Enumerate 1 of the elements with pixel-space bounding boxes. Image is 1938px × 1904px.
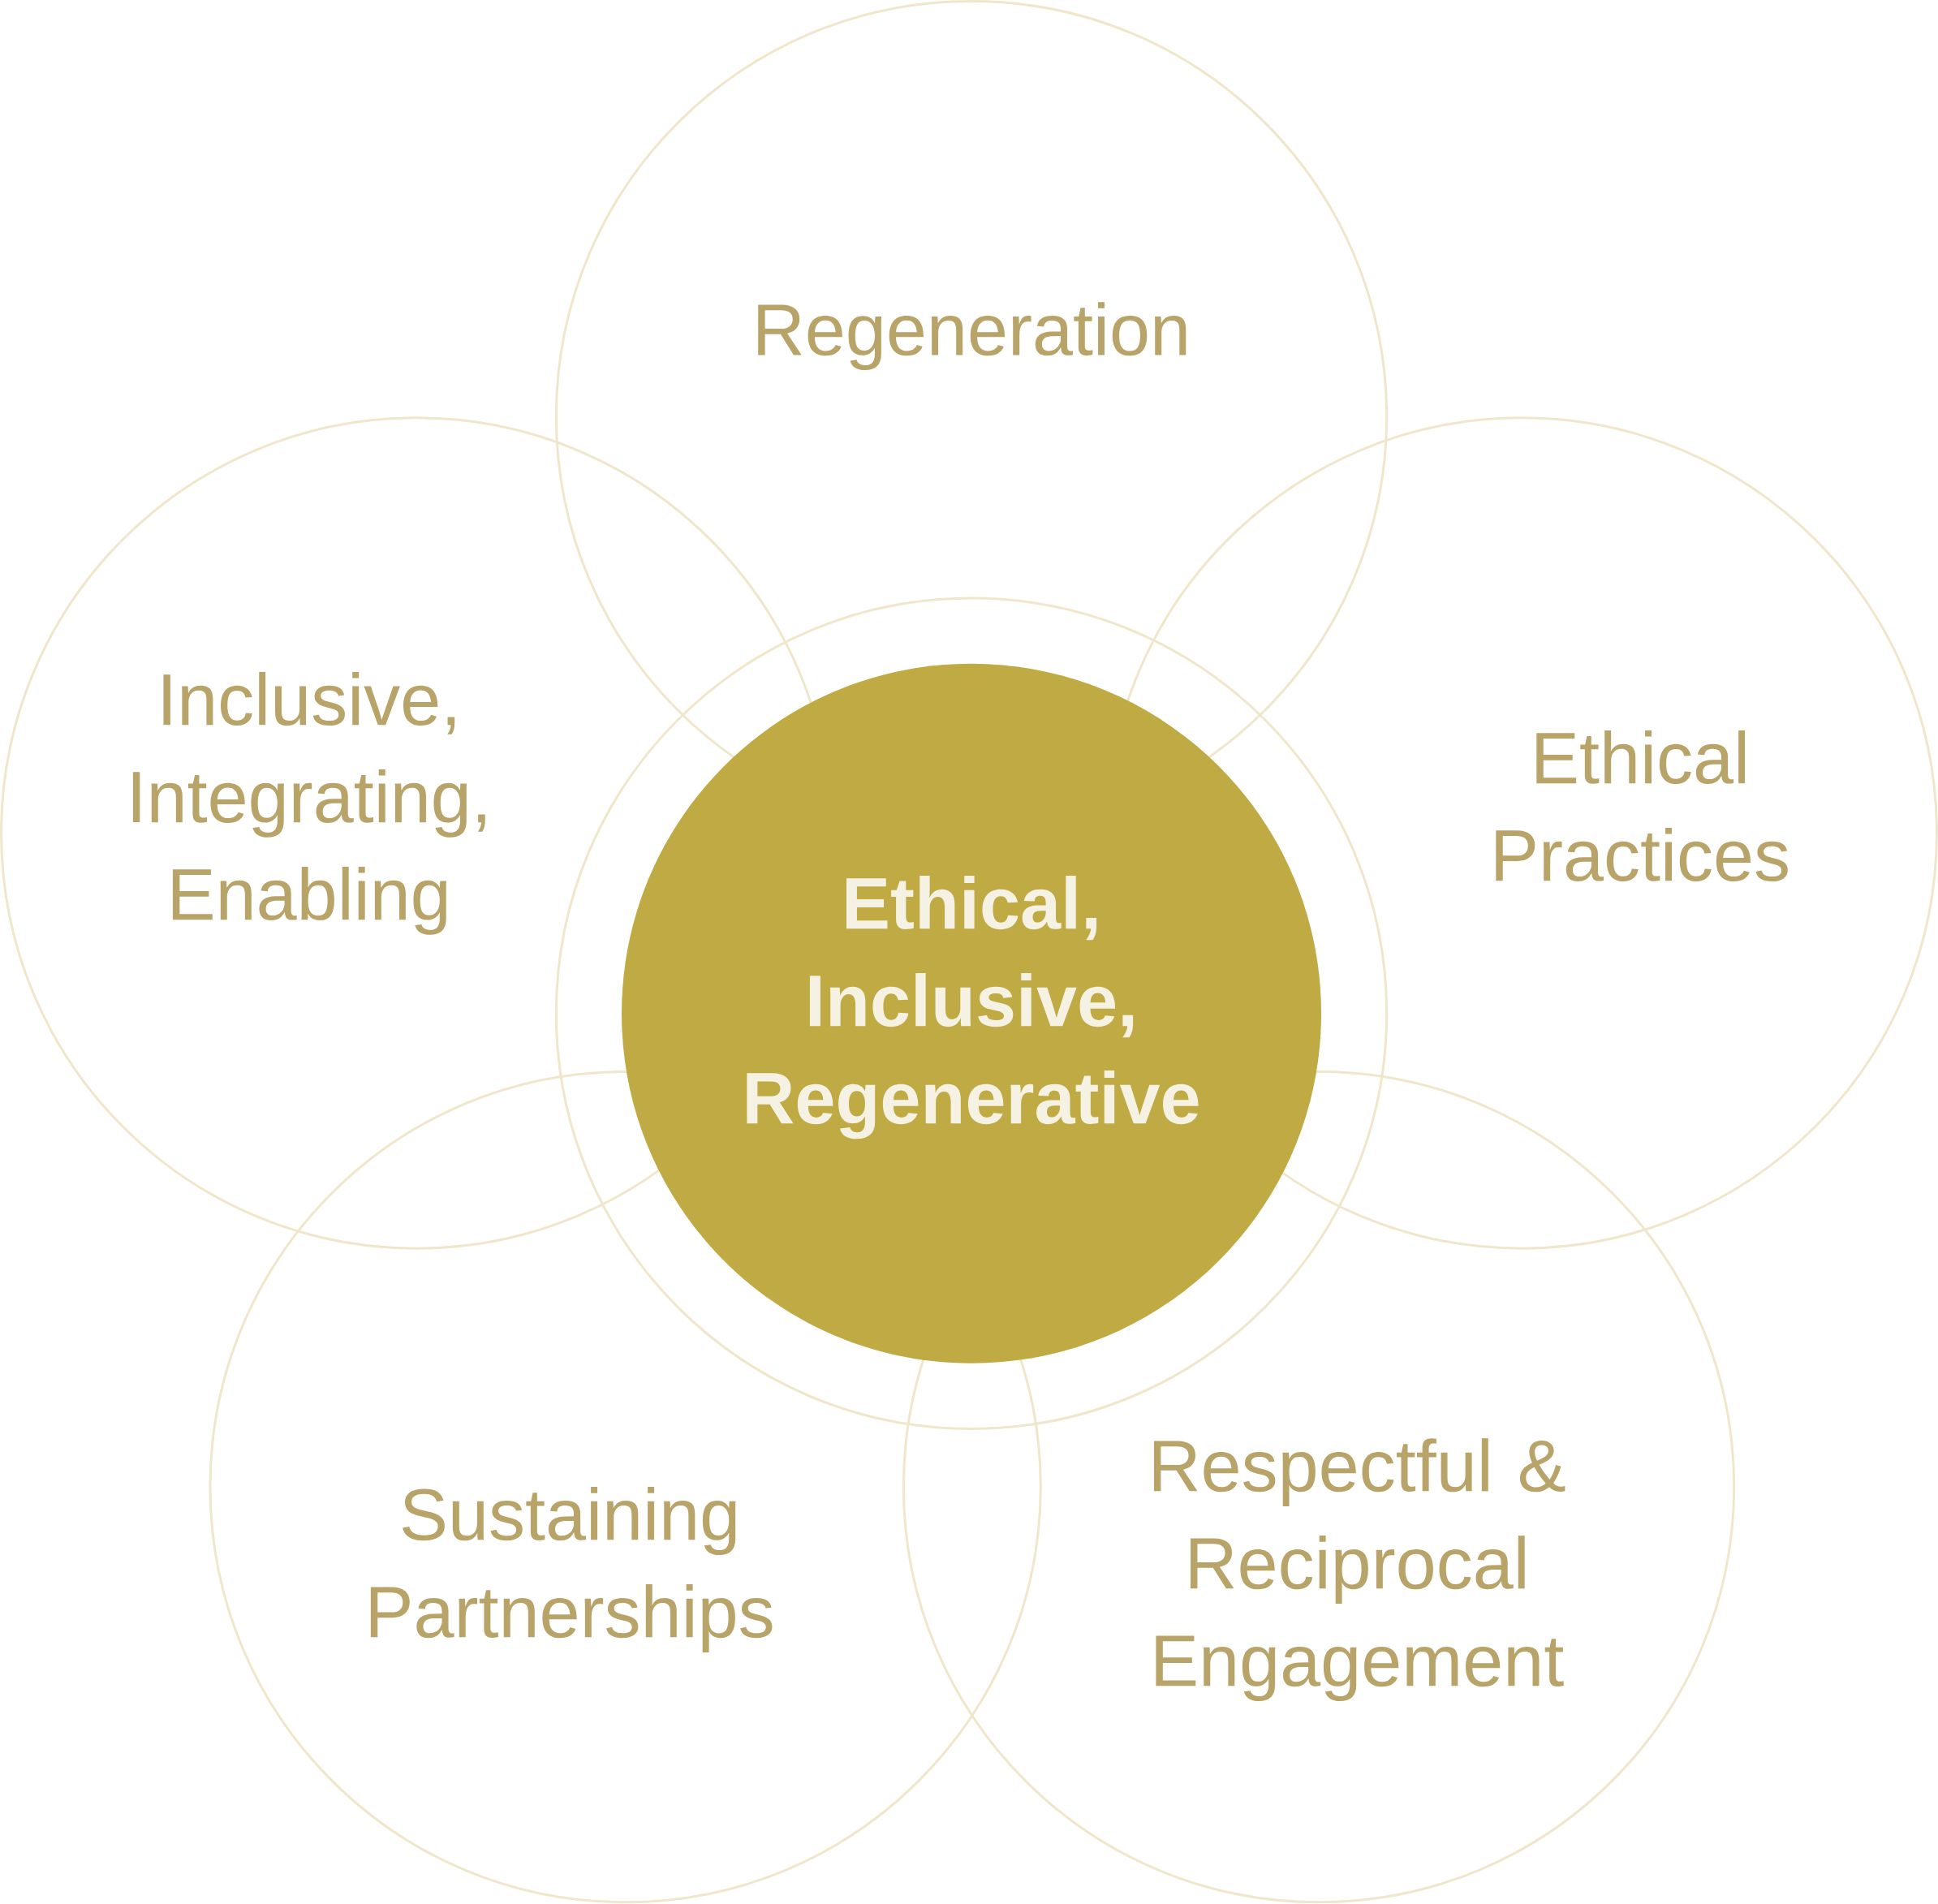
ring-circle: [554, 597, 1389, 1430]
